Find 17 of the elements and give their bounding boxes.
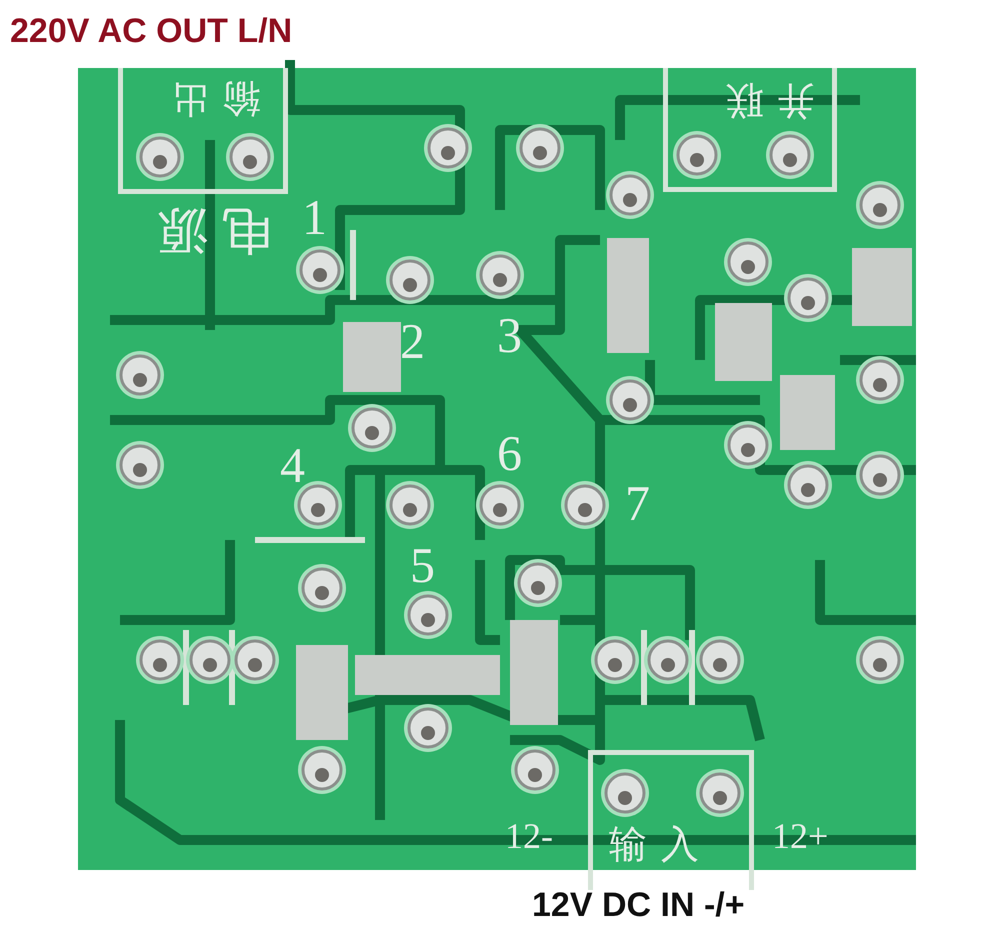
silkscreen-text: 输出 <box>155 80 261 118</box>
terminal-label: 12- <box>505 818 553 854</box>
pad-number: 1 <box>302 192 327 242</box>
silkscreen-text: 并联 <box>710 82 816 120</box>
silkscreen-text: 电源 <box>143 206 273 256</box>
caption: 12V DC IN -/+ <box>532 886 745 925</box>
pad-number: 3 <box>497 310 522 360</box>
terminal-label: 12+ <box>772 818 828 854</box>
silkscreen-text: 输入 <box>609 825 713 863</box>
pad-number: 5 <box>410 540 435 590</box>
pad-number: 4 <box>280 440 305 490</box>
pad-number: 7 <box>625 478 650 528</box>
pad-number: 6 <box>497 428 522 478</box>
pad-number: 2 <box>400 316 425 366</box>
terminal-outline <box>588 750 754 890</box>
title: 220V AC OUT L/N <box>10 12 292 51</box>
terminal-outline <box>663 68 837 192</box>
